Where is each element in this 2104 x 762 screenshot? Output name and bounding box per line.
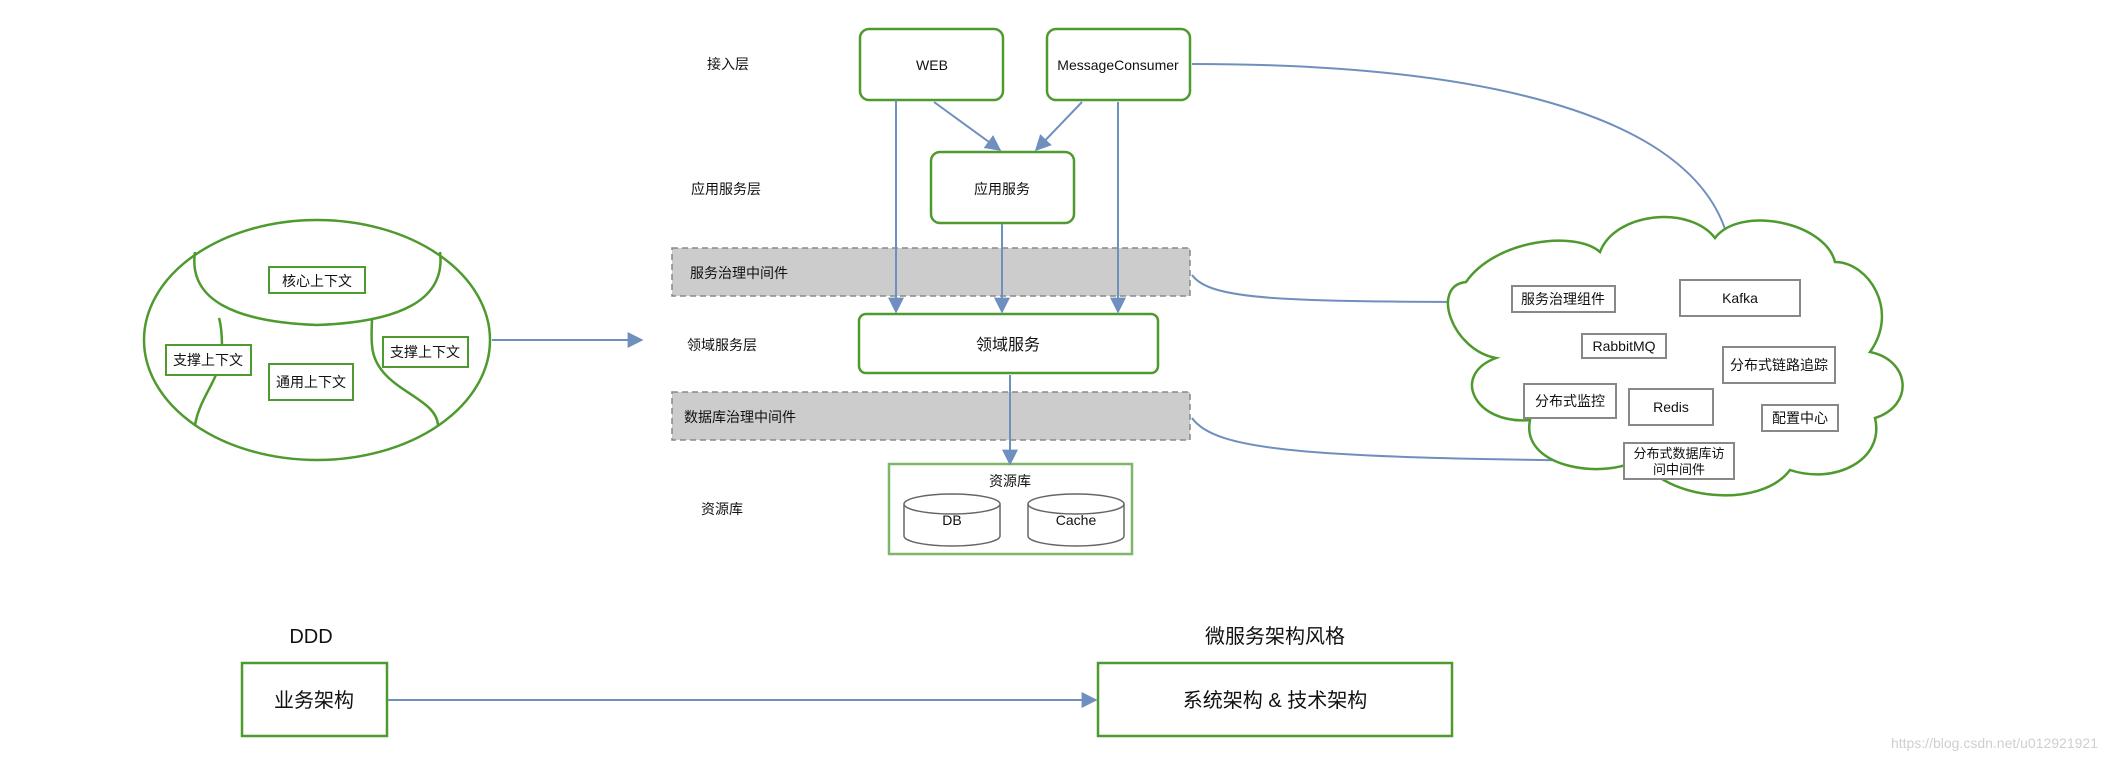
config-center-label: 配置中心 [1772, 410, 1828, 426]
distributed-tracing-box: 分布式链路追踪 [1722, 346, 1836, 384]
kafka-label: Kafka [1722, 290, 1758, 306]
service-governance-component-label: 服务治理组件 [1521, 291, 1605, 307]
db-cylinder: DB [903, 493, 1001, 547]
microservice-style-label: 微服务架构风格 [1205, 625, 1345, 648]
domain-service-label: 领域服务 [976, 336, 1040, 354]
cache-cylinder: Cache [1027, 493, 1125, 547]
generic-context-label: 通用上下文 [276, 374, 346, 390]
arrow-web-to-app [933, 101, 1002, 151]
layer-label-resource: 资源库 [701, 501, 743, 517]
rabbitmq-box: RabbitMQ [1581, 333, 1667, 359]
system-architecture-box: 系统架构 & 技术架构 [1096, 661, 1454, 738]
message-consumer-label: MessageConsumer [1057, 57, 1179, 73]
service-governance-label: 服务治理中间件 [690, 265, 788, 281]
kafka-box: Kafka [1679, 279, 1801, 317]
domain-service-box: 领域服务 [857, 312, 1160, 375]
redis-box: Redis [1628, 388, 1714, 426]
generic-context-box: 通用上下文 [268, 363, 354, 401]
core-context-box: 核心上下文 [268, 266, 366, 294]
layer-label-app: 应用服务层 [691, 181, 761, 197]
arrow-mc-to-app [1034, 101, 1083, 152]
distributed-db-middleware-label-line1: 分布式数据库访 [1633, 446, 1724, 461]
arrow-service-gov-to-component [1191, 274, 1514, 310]
config-center-box: 配置中心 [1761, 404, 1839, 432]
app-service-label: 应用服务 [974, 181, 1030, 197]
layer-label-domain: 领域服务层 [687, 337, 757, 353]
business-architecture-label: 业务架构 [274, 689, 354, 712]
redis-label: Redis [1653, 399, 1689, 415]
support-context-left-label: 支撑上下文 [173, 352, 243, 368]
distributed-monitoring-box: 分布式监控 [1523, 383, 1617, 419]
message-consumer-box: MessageConsumer [1045, 27, 1192, 102]
layer-label-access: 接入层 [707, 56, 749, 72]
cache-label: Cache [1056, 512, 1097, 528]
service-governance-component-box: 服务治理组件 [1511, 285, 1616, 313]
arrow-db-gov-to-db-middleware [1191, 417, 1624, 469]
watermark: https://blog.csdn.net/u012921921 [1891, 735, 2098, 751]
app-service-box: 应用服务 [929, 150, 1076, 225]
db-governance-middleware-band: 数据库治理中间件 [671, 391, 1191, 441]
distributed-db-middleware-box: 分布式数据库访 问中间件 [1623, 442, 1735, 480]
db-label: DB [942, 512, 961, 528]
support-context-right-box: 支撑上下文 [382, 336, 469, 368]
business-architecture-box: 业务架构 [240, 661, 389, 738]
rabbitmq-label: RabbitMQ [1592, 338, 1655, 354]
support-context-left-box: 支撑上下文 [165, 344, 252, 376]
system-architecture-label: 系统架构 & 技术架构 [1183, 689, 1367, 712]
service-governance-middleware-band: 服务治理中间件 [671, 247, 1191, 297]
arrow-mc-to-kafka [1191, 63, 1739, 264]
support-context-right-label: 支撑上下文 [390, 344, 460, 360]
resource-repository-title: 资源库 [989, 473, 1031, 489]
distributed-tracing-label: 分布式链路追踪 [1730, 357, 1828, 373]
bounded-context-ellipse: 核心上下文 支撑上下文 支撑上下文 通用上下文 [142, 218, 492, 462]
middleware-cloud: 服务治理组件 Kafka RabbitMQ 分布式链路追踪 分布式监控 Redi… [1446, 215, 1904, 497]
distributed-monitoring-label: 分布式监控 [1535, 393, 1605, 409]
distributed-db-middleware-label-line2: 问中间件 [1653, 462, 1705, 477]
ddd-label: DDD [289, 626, 332, 648]
db-governance-label: 数据库治理中间件 [684, 409, 796, 425]
web-box: WEB [858, 27, 1005, 102]
web-label: WEB [916, 57, 948, 73]
resource-repository-box: 资源库 DB Cache [887, 462, 1134, 556]
core-context-label: 核心上下文 [282, 273, 352, 289]
